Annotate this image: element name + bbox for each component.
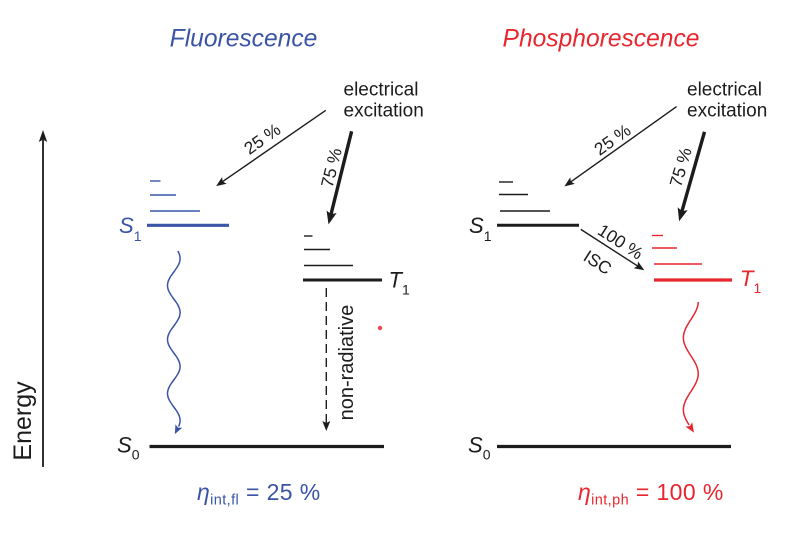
svg-text:non-radiative: non-radiative xyxy=(336,305,358,421)
svg-text:excitation: excitation xyxy=(344,101,424,122)
svg-text:electrical: electrical xyxy=(344,80,419,101)
svg-text:ηint,ph = 100 %: ηint,ph = 100 % xyxy=(578,479,724,509)
svg-text:Energy: Energy xyxy=(9,381,37,461)
svg-text:Fluorescence: Fluorescence xyxy=(170,26,318,53)
svg-text:excitation: excitation xyxy=(687,101,767,122)
svg-text:ηint,fl = 25 %: ηint,fl = 25 % xyxy=(197,479,321,509)
svg-text:Phosphorescence: Phosphorescence xyxy=(503,26,700,53)
svg-text:electrical: electrical xyxy=(687,80,762,101)
